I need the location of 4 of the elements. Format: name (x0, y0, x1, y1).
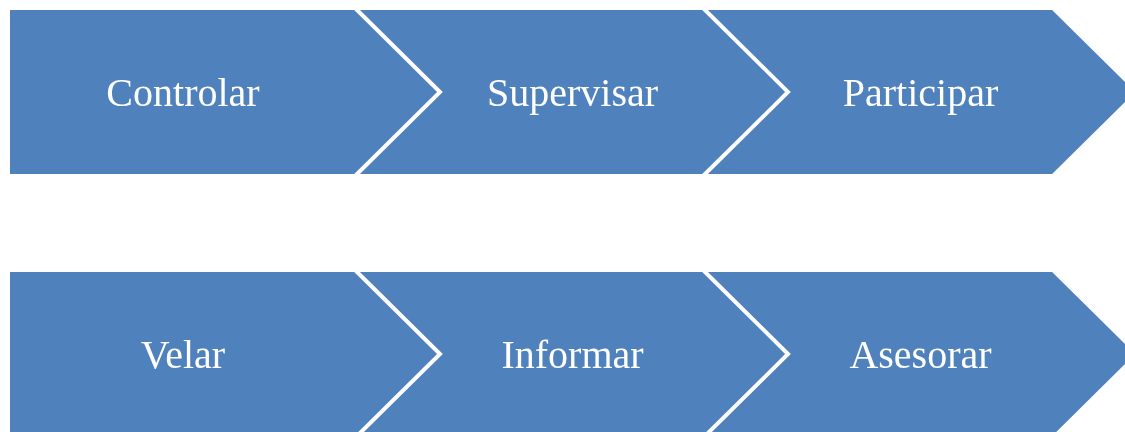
step-label: Asesorar (849, 330, 992, 378)
step-label: Informar (501, 330, 644, 378)
step-label: Supervisar (486, 68, 659, 116)
step-label: Participar (842, 68, 999, 116)
